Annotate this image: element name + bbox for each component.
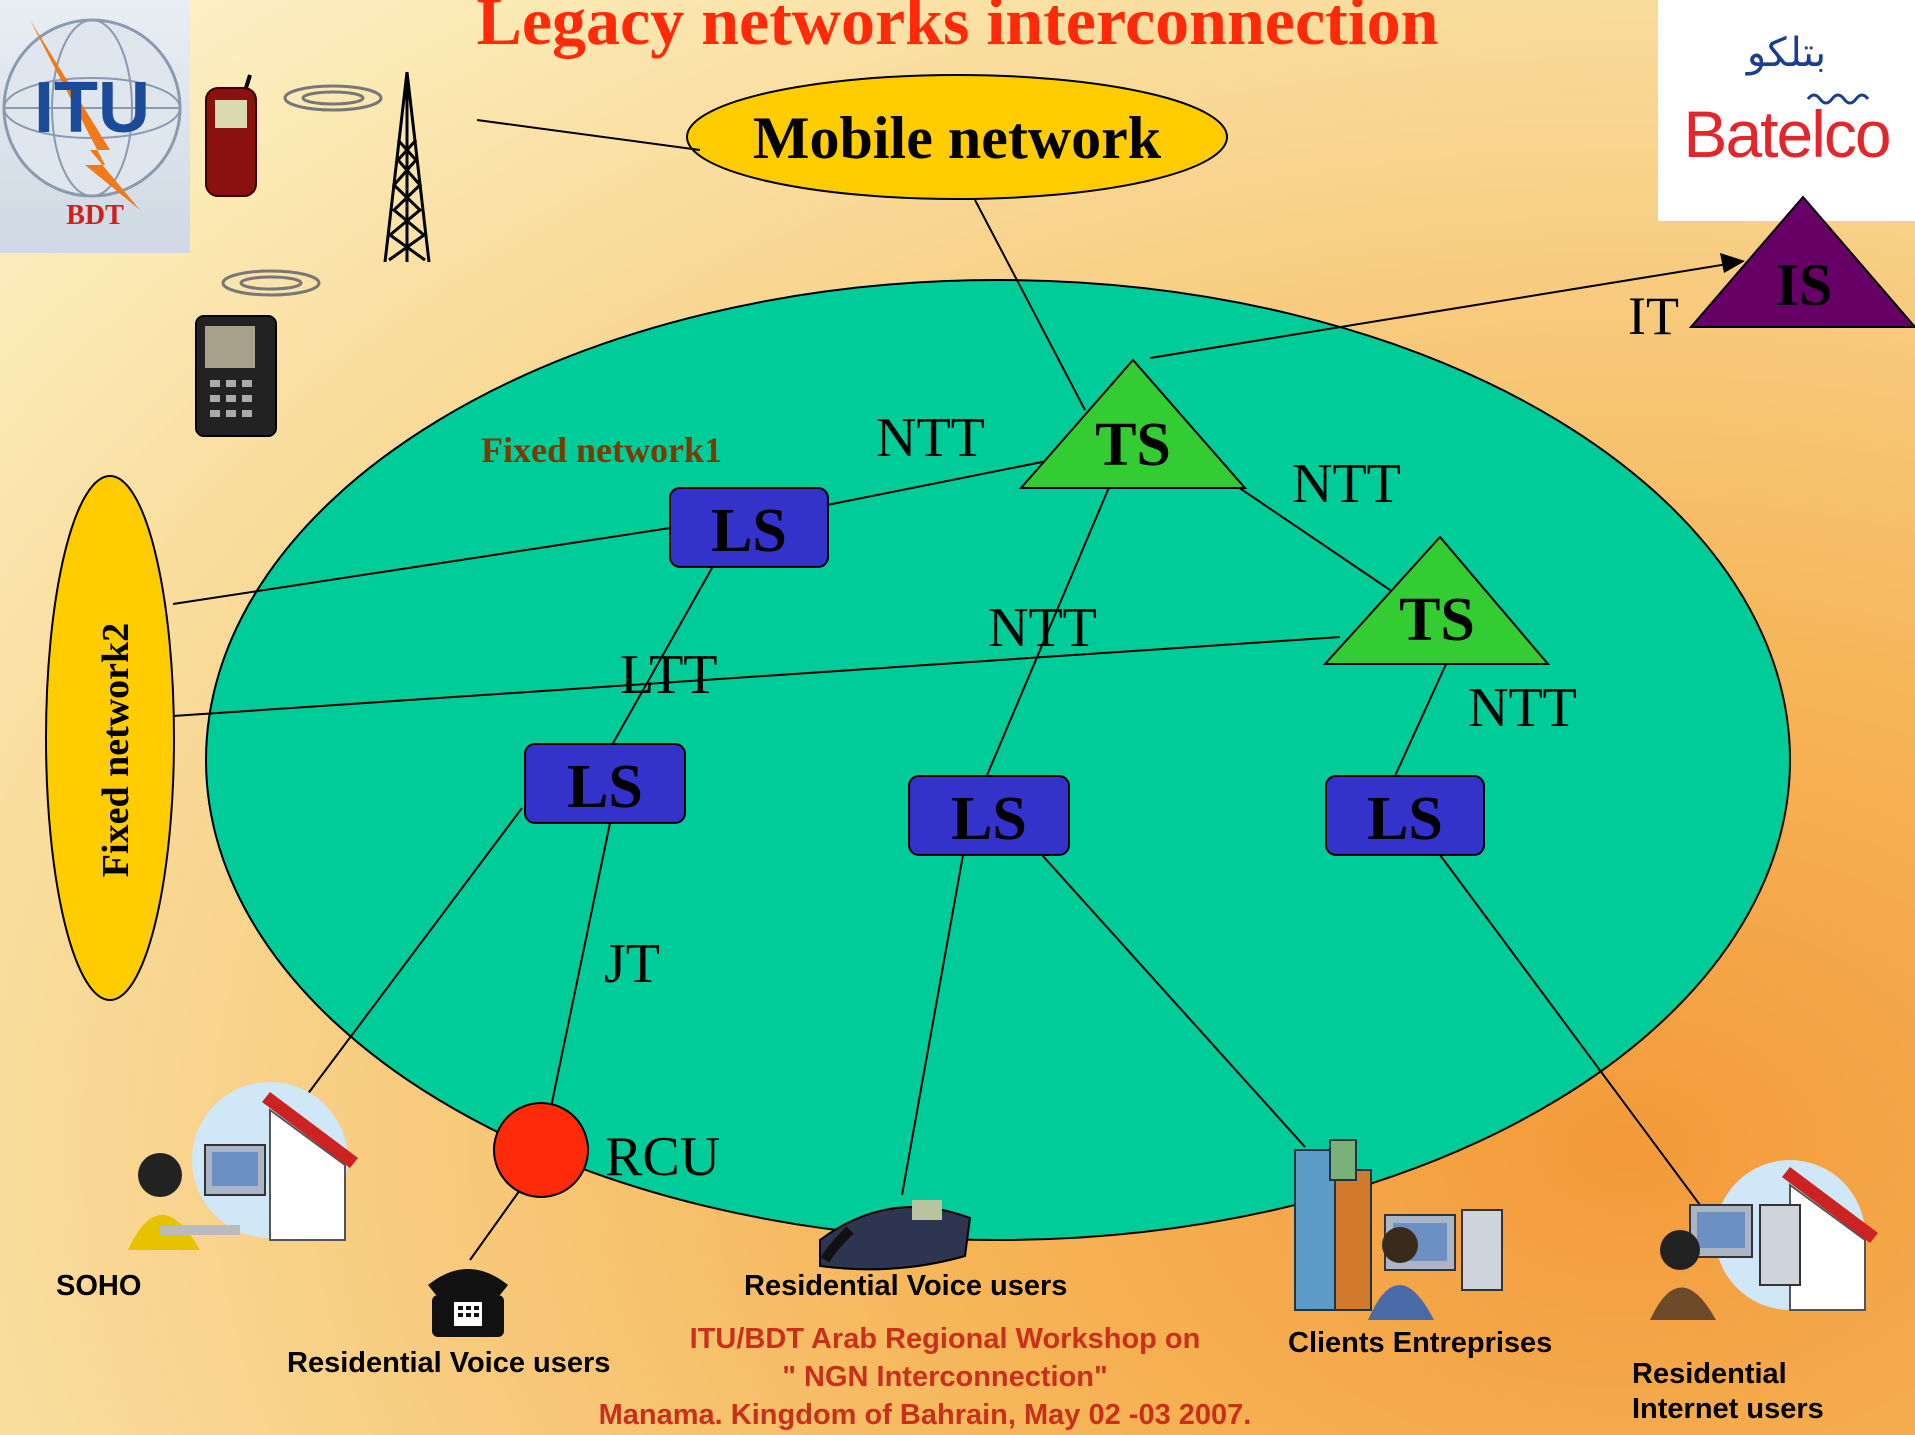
ls-left-label: LS — [567, 753, 643, 821]
fixed-network2-label: Fixed network2 — [95, 623, 137, 877]
itu-logo: ITU BDT — [0, 0, 190, 253]
link-fixed2-ls-top — [172, 527, 671, 605]
ls-right-label: LS — [1367, 785, 1443, 853]
ltt-label: LTT — [620, 644, 717, 706]
soho-user-icon — [128, 1082, 358, 1250]
batelco-wave-icon — [1806, 93, 1870, 105]
ntt-label-2: NTT — [1292, 453, 1401, 515]
footer-line-1: ITU/BDT Arab Regional Workshop on — [689, 1323, 1201, 1355]
is-label: IS — [1776, 252, 1833, 318]
mobile-phone-icon — [205, 74, 257, 197]
ts-top-triangle — [1018, 358, 1248, 489]
enterprise-building-icon — [1294, 1139, 1503, 1320]
link-ls-mid-enterprises — [1041, 854, 1306, 1148]
residential-voice-desk-label: Residential Voice users — [744, 1270, 1067, 1302]
clients-entreprises-label: Clients Entreprises — [1288, 1327, 1552, 1359]
svg-text:ITU: ITU — [34, 68, 150, 148]
ts-right-label: TS — [1399, 586, 1475, 654]
link-ls-mid-voice — [901, 854, 964, 1196]
ls-top-label: LS — [711, 497, 787, 565]
radio-tower-icon — [383, 71, 431, 263]
soho-label: SOHO — [56, 1270, 141, 1302]
signal-wave-icon — [221, 84, 383, 297]
mobile-network-ellipse — [686, 74, 1228, 200]
link-rcu-phone — [469, 1189, 521, 1261]
link-tower-mobile — [476, 119, 701, 151]
rcu-circle — [493, 1102, 589, 1198]
ntt-label-1: NTT — [876, 407, 985, 469]
link-ls-left-rcu — [549, 822, 611, 1113]
residential-internet-label-2: Internet users — [1632, 1393, 1824, 1425]
office-phone-icon — [819, 1200, 972, 1271]
link-ts-right-ls-right — [1394, 661, 1448, 777]
link-ls-left-soho — [291, 807, 523, 1116]
batelco-logo: بتلكو Batelco — [1658, 0, 1915, 221]
footer: ITU/BDT Arab Regional Workshop on " NGN … — [560, 1320, 1330, 1434]
rcu-label: RCU — [605, 1126, 720, 1188]
page-title: Legacy networks interconnection — [476, 0, 1439, 59]
link-fixed2-ts-right — [172, 636, 1341, 717]
batelco-arabic-text: بتلكو — [1746, 30, 1827, 76]
jt-label: JT — [604, 933, 660, 995]
link-ls-right-internet — [1439, 854, 1701, 1206]
ntt-label-3: NTT — [988, 597, 1097, 659]
link-mobile-ts — [974, 199, 1086, 411]
fixed-network2-ellipse — [45, 475, 175, 1001]
ls-left-box — [524, 743, 686, 824]
ts-right-triangle — [1322, 535, 1551, 665]
footer-line-2: " NGN Interconnection" — [782, 1361, 1108, 1393]
fixed-network1-label: Fixed network1 — [481, 430, 722, 470]
link-ts-ls-mid — [984, 484, 1111, 781]
link-ts-is — [1149, 261, 1741, 359]
ts-top-label: TS — [1095, 411, 1171, 479]
itu-logo-caption: BDT — [66, 200, 124, 231]
fixed-network1-ellipse — [205, 279, 1791, 1241]
mobile-network-label: Mobile network — [753, 105, 1162, 171]
ls-mid-box — [908, 775, 1070, 856]
residential-internet-label-1: Residential — [1632, 1358, 1787, 1390]
it-label: IT — [1628, 286, 1679, 346]
batelco-wordmark: Batelco — [1683, 97, 1891, 171]
ls-mid-label: LS — [951, 785, 1027, 853]
desk-phone-icon — [428, 1269, 508, 1337]
ls-right-box — [1325, 775, 1485, 856]
link-ls-top-ls-left — [611, 567, 713, 746]
ls-top-box — [669, 487, 829, 568]
residential-voice-phone-label: Residential Voice users — [287, 1347, 610, 1379]
link-ts-ls-top — [826, 457, 1063, 506]
connection-lines — [172, 119, 1741, 1261]
footer-line-3: Manama. Kingdom of Bahrain, May 02 -03 2… — [598, 1399, 1252, 1431]
smartphone-icon — [195, 315, 277, 437]
is-triangle — [1688, 195, 1915, 328]
arrow-to-is-icon — [1720, 253, 1745, 273]
ntt-label-4: NTT — [1468, 677, 1577, 739]
link-ts-ts — [1237, 486, 1391, 591]
internet-user-icon — [1650, 1160, 1878, 1320]
itu-globe-icon: ITU — [2, 18, 182, 210]
